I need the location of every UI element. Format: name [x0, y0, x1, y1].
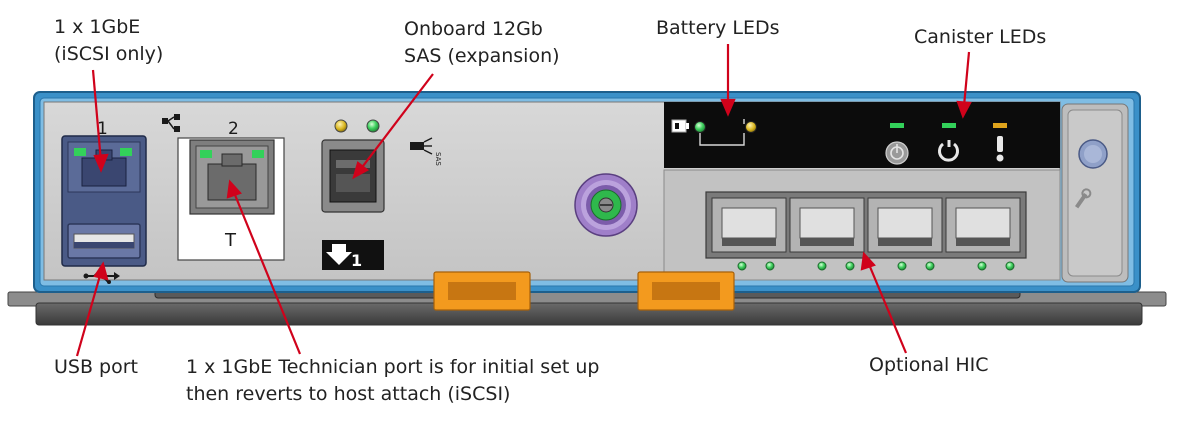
callout-onboard-sas-line2: SAS (expansion) [404, 45, 560, 67]
sas-led-1 [334, 119, 348, 133]
port2-number: 2 [228, 119, 239, 139]
sas-port-assembly: 1 [321, 139, 385, 270]
battery-led-1 [694, 121, 706, 133]
locate-button[interactable] [1078, 139, 1108, 169]
callout-arrows [75, 44, 972, 357]
callout-canister-leds: Canister LEDs [914, 24, 1046, 51]
sas-icon-label: SAS [434, 152, 442, 166]
callout-technician-port: 1 x 1GbE Technician port is for initial … [186, 354, 600, 408]
canister-led-3 [993, 123, 1007, 128]
callout-gbe-iscsi-line2: (iSCSI only) [54, 43, 164, 65]
callout-usb-port-text: USB port [54, 356, 138, 378]
port2-assembly: T [177, 137, 285, 261]
arrow-optional-hic [866, 261, 908, 354]
sas-port-number: 1 [351, 251, 362, 270]
sas-icon: SAS [410, 137, 442, 166]
hic-leds [737, 261, 1015, 271]
callout-onboard-sas: Onboard 12Gb SAS (expansion) [404, 16, 560, 70]
battery-led-2 [745, 121, 757, 133]
port1-assembly [61, 135, 147, 267]
wrench-icon [1074, 188, 1092, 209]
canister-led-2 [942, 123, 956, 128]
callout-gbe-iscsi-line1: 1 x 1GbE [54, 16, 141, 38]
callout-optional-hic: Optional HIC [869, 352, 989, 379]
canister-led-1 [890, 123, 904, 128]
network-icon [162, 114, 180, 132]
callout-canister-leds-text: Canister LEDs [914, 26, 1047, 48]
callout-gbe-iscsi: 1 x 1GbE (iSCSI only) [54, 14, 163, 68]
callout-battery-leds-text: Battery LEDs [656, 17, 780, 39]
port1-number: 1 [97, 119, 108, 139]
attention-icon [996, 136, 1004, 162]
latch-left[interactable] [433, 271, 531, 311]
callout-technician-port-line1: 1 x 1GbE Technician port is for initial … [186, 356, 600, 378]
port2-tag: T [224, 230, 237, 251]
callout-usb-port: USB port [54, 354, 138, 381]
hic-ports [705, 191, 1027, 259]
arrow-canister-leds [962, 51, 971, 107]
battery-icon [671, 119, 689, 133]
arrow-gbe-iscsi [91, 69, 103, 163]
latch-right[interactable] [637, 271, 735, 311]
reset-icon [938, 140, 959, 162]
callout-battery-leds: Battery LEDs [656, 15, 779, 42]
mounting-knob [574, 173, 638, 237]
led-panel [664, 102, 1060, 168]
arrow-onboard-sas [359, 73, 434, 171]
arrow-technician-port [231, 189, 302, 355]
sas-led-2 [366, 119, 380, 133]
callout-technician-port-line2: then reverts to host attach (iSCSI) [186, 383, 511, 405]
callout-optional-hic-text: Optional HIC [869, 354, 989, 376]
arrow-usb-port [75, 271, 103, 357]
callout-onboard-sas-line1: Onboard 12Gb [404, 18, 543, 40]
power-icon [885, 141, 909, 165]
